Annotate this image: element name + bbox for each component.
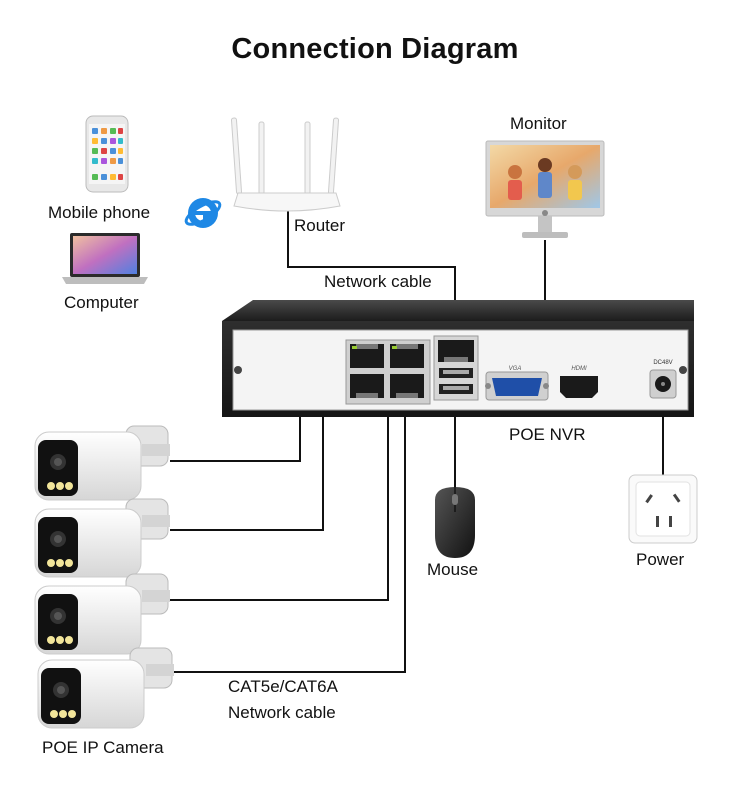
router-label: Router: [294, 216, 346, 235]
dc-label: DC48V: [653, 360, 672, 366]
page-title: Connection Diagram: [231, 33, 519, 65]
camera-icon: [34, 573, 170, 655]
network-cable-label: Network cable: [324, 272, 432, 291]
mouse-label: Mouse: [427, 560, 479, 579]
computer-icon: [62, 233, 148, 284]
monitor-label: Monitor: [510, 114, 567, 133]
power-label: Power: [636, 550, 685, 569]
hdmi-label: HDMI: [571, 366, 587, 372]
camera4-cable: [170, 400, 406, 673]
cable-type-label: CAT5e/CAT6A: [228, 677, 338, 696]
vga-port: VGA: [485, 366, 549, 401]
browser-icon: [184, 198, 222, 228]
poe-nvr-label: POE NVR: [509, 425, 586, 444]
camera-icon: [34, 498, 170, 578]
power-outlet-icon: [628, 474, 698, 544]
lan-usb-ports: [433, 335, 479, 401]
mobile-phone-label: Mobile phone: [48, 203, 151, 222]
computer-label: Computer: [64, 293, 139, 312]
router-icon: [230, 117, 341, 212]
camera-icon: [34, 425, 170, 501]
camera-icon: [37, 647, 174, 729]
nvr-icon: VGA HDMI DC48V: [222, 300, 694, 417]
cable-type-sublabel: Network cable: [228, 703, 336, 722]
monitor-icon: [485, 140, 605, 238]
camera3-cable: [168, 400, 389, 601]
mouse-icon: [435, 487, 475, 558]
poe-ip-camera-label: POE IP Camera: [42, 738, 164, 757]
poe-ports: [345, 339, 431, 405]
vga-label: VGA: [509, 366, 522, 372]
mobile-phone-icon: [85, 115, 129, 193]
dc-port: DC48V: [649, 360, 677, 399]
hdmi-port: HDMI: [560, 366, 598, 398]
